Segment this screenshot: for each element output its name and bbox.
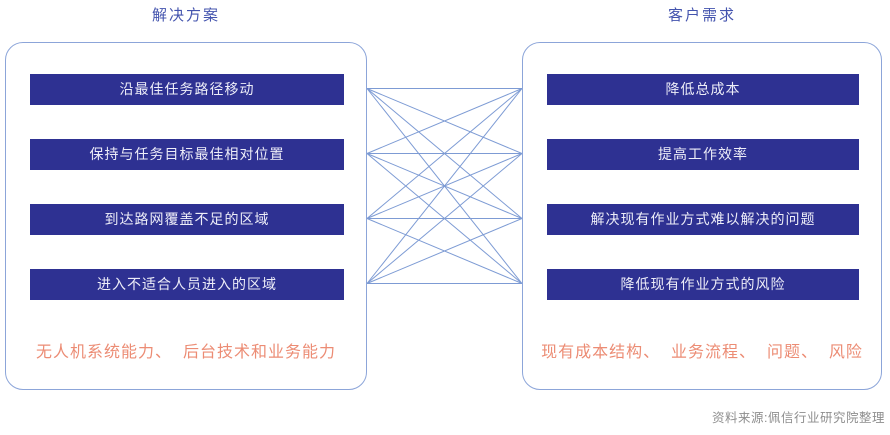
right-column-title: 客户需求 <box>667 7 736 24</box>
solution-box: 进入不适合人员进入的区域 <box>30 269 344 300</box>
source-note: 资料来源:佩信行业研究院整理 <box>712 411 885 425</box>
need-box: 提高工作效率 <box>547 139 859 170</box>
solution-box: 到达路网覆盖不足的区域 <box>30 204 344 235</box>
solution-box: 保持与任务目标最佳相对位置 <box>30 139 344 170</box>
left-column-title: 解决方案 <box>151 7 220 24</box>
need-box: 降低总成本 <box>547 74 859 105</box>
need-box: 降低现有作业方式的风险 <box>547 269 859 300</box>
needs-panel: 降低总成本 提高工作效率 解决现有作业方式难以解决的问题 降低现有作业方式的风险… <box>522 42 882 390</box>
solution-box: 沿最佳任务路径移动 <box>30 74 344 105</box>
solutions-panel: 沿最佳任务路径移动 保持与任务目标最佳相对位置 到达路网覆盖不足的区域 进入不适… <box>5 42 367 390</box>
need-box: 解决现有作业方式难以解决的问题 <box>547 204 859 235</box>
needs-caption: 现有成本结构、 业务流程、 问题、 风险 <box>541 344 863 361</box>
solutions-caption: 无人机系统能力、 后台技术和业务能力 <box>36 344 336 361</box>
